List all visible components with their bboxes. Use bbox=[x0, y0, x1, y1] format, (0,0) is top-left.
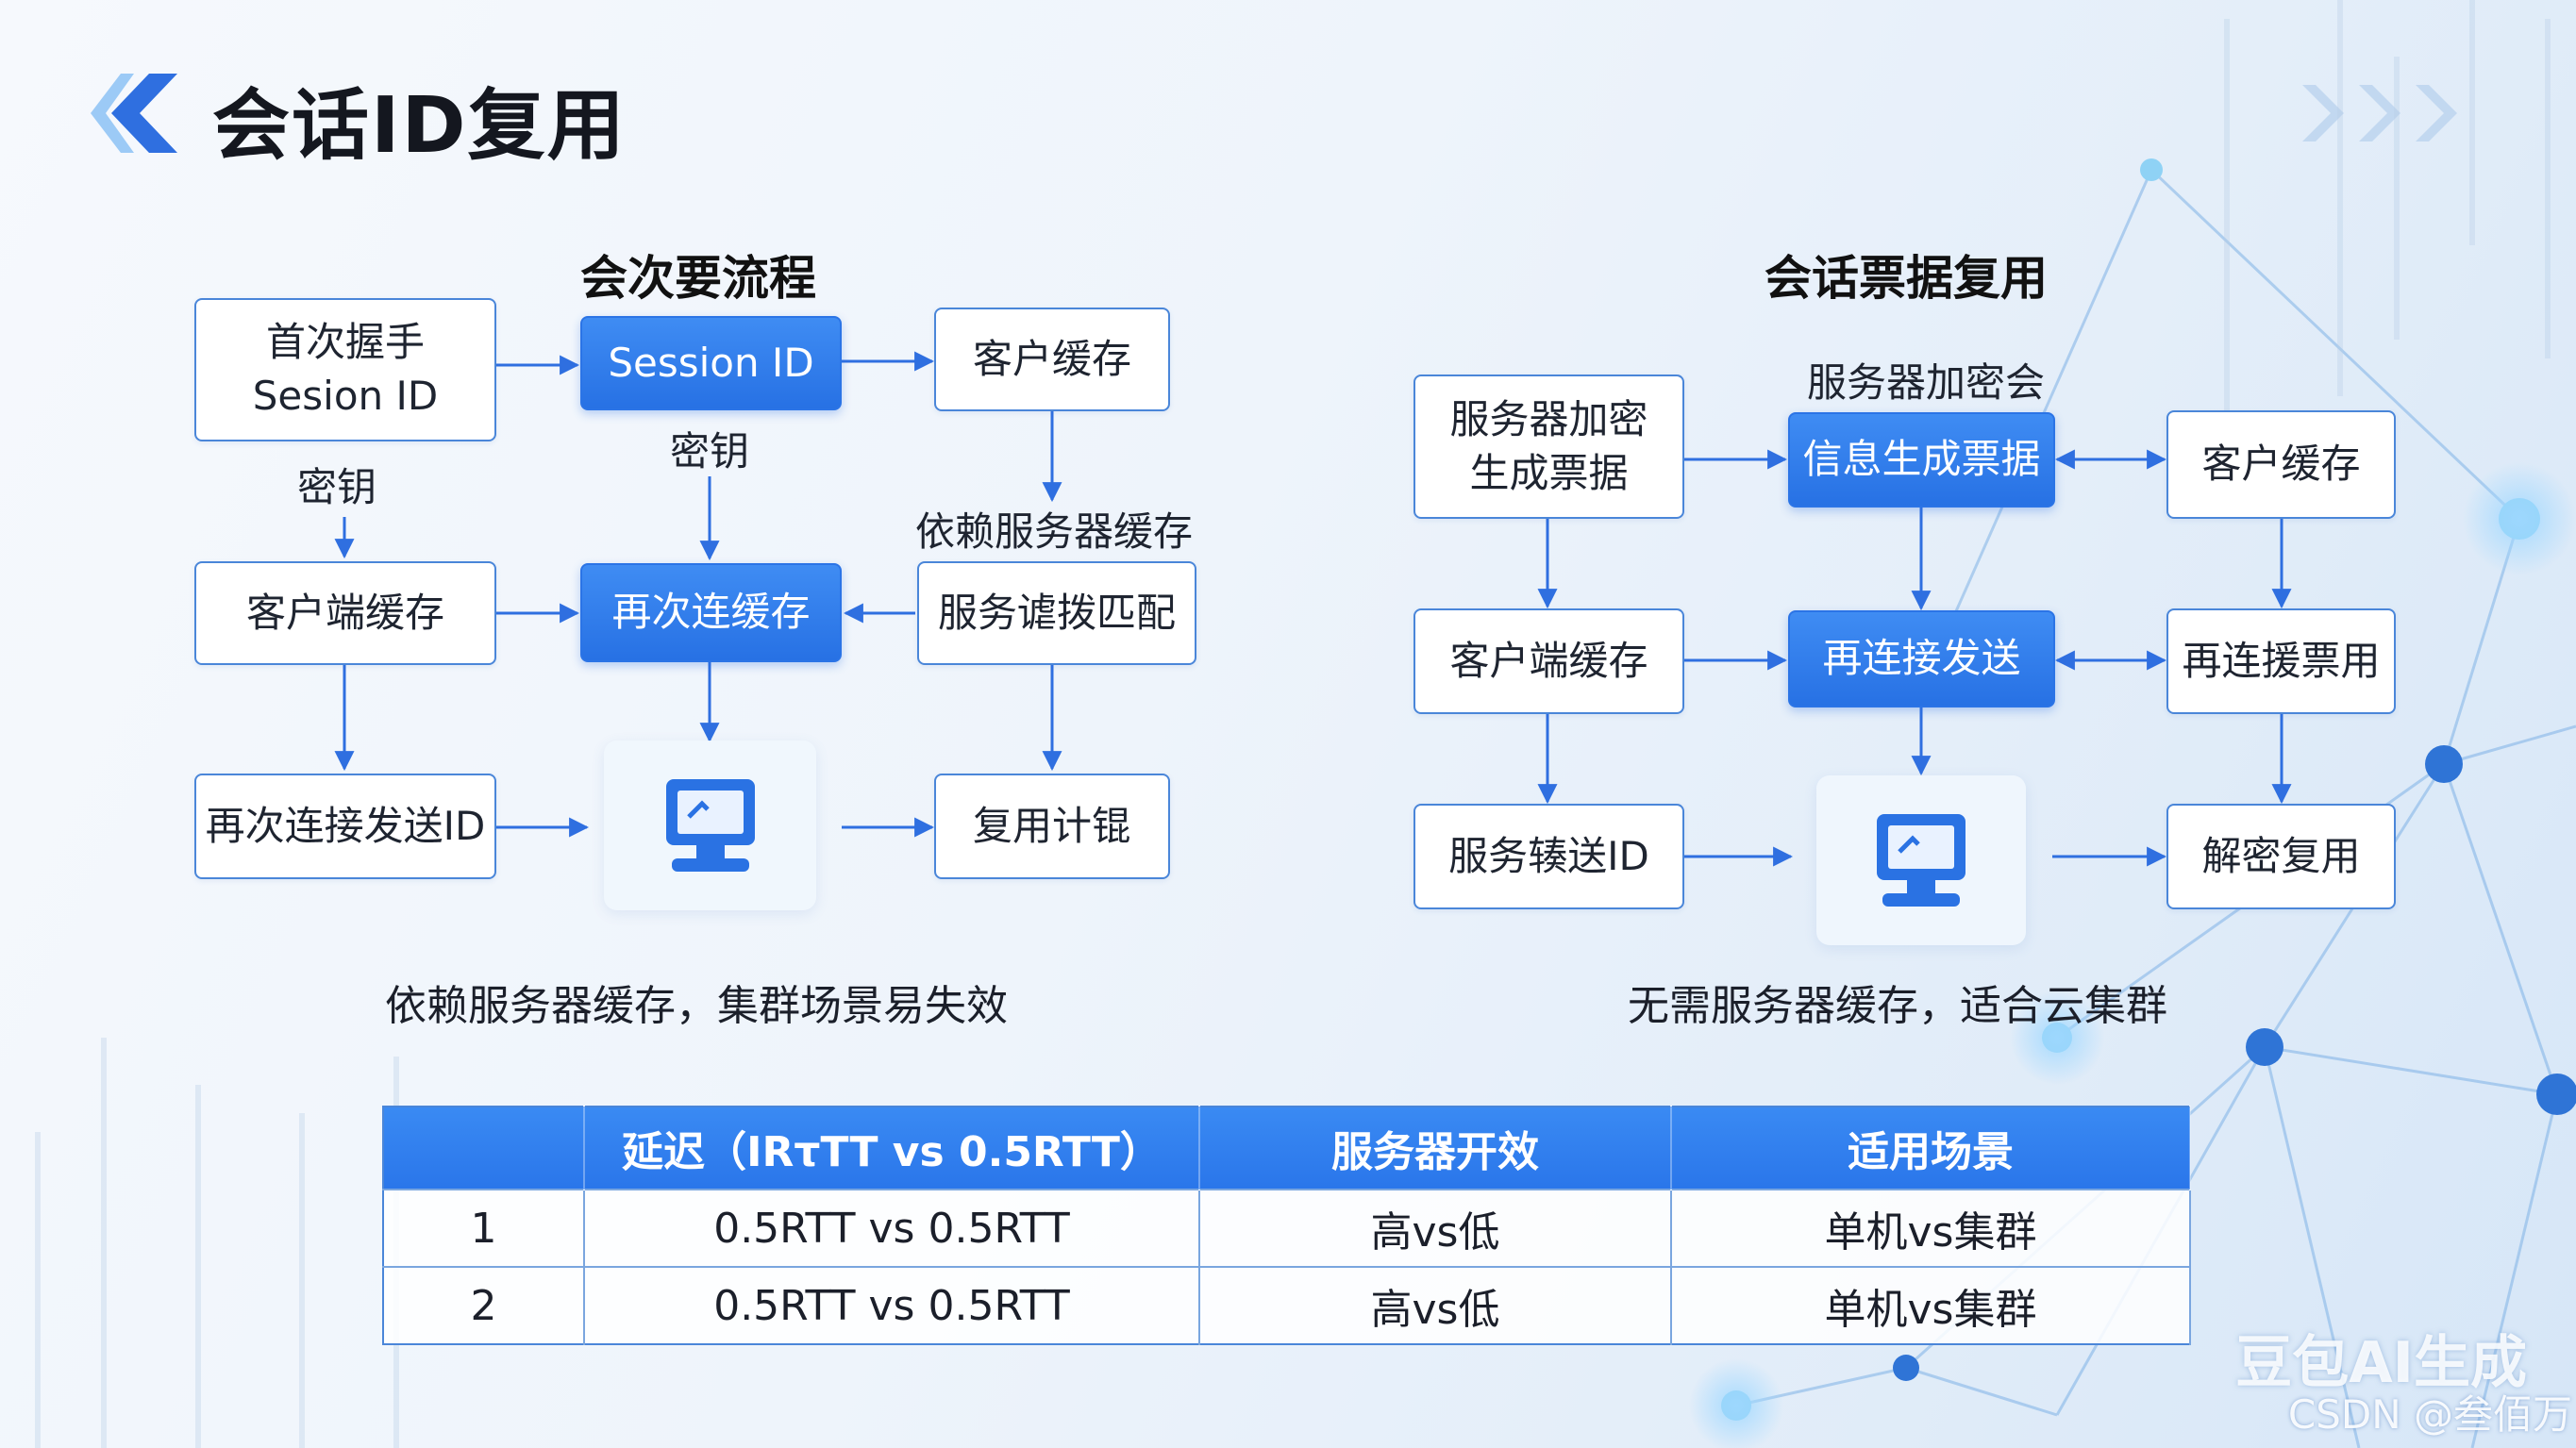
reconnect-ticket-box: 再连援票用 bbox=[2166, 608, 2396, 714]
chevron-left-icon bbox=[91, 74, 177, 153]
reconnect-cache-box: 再次连缓存 bbox=[580, 563, 842, 662]
server-encrypt-box: 服务器加密 生成票据 bbox=[1413, 374, 1684, 519]
server-send-id-box: 服务辏送ID bbox=[1413, 804, 1684, 909]
comparison-table: 延迟（IRτTT vs 0.5RTT） 服务器开效 适用场景 1 0.5RTT … bbox=[382, 1106, 2191, 1345]
reconnect-send-box: 再连接发送 bbox=[1788, 610, 2055, 707]
table-cell: 单机vs集群 bbox=[1671, 1266, 2191, 1344]
table-cell: 1 bbox=[383, 1189, 585, 1267]
client-cache-box: 客户缓存 bbox=[934, 308, 1170, 411]
resend-id-box: 再次连接发送ID bbox=[194, 774, 496, 879]
server-match-box: 服务谑拨匹配 bbox=[917, 561, 1196, 665]
table-row: 2 0.5RTT vs 0.5RTT 高vs低 单机vs集群 bbox=[383, 1266, 2191, 1344]
monitor-icon bbox=[1877, 814, 1965, 907]
session-id-box: Session ID bbox=[580, 316, 842, 410]
server-encrypt-label: 服务器加密会 bbox=[1807, 359, 2046, 406]
ai-watermark: 豆包AI生成 bbox=[2235, 1330, 2527, 1396]
right-note: 无需服务器缓存，适合云集群 bbox=[1628, 982, 2167, 1030]
table-header-cell: 适用场景 bbox=[1671, 1107, 2191, 1190]
first-handshake-box: 首次握手 Sesion ID bbox=[194, 298, 496, 441]
server-monitor bbox=[604, 741, 816, 910]
client-monitor bbox=[1816, 775, 2026, 945]
key-label-left: 密钥 bbox=[297, 464, 377, 510]
reuse-key-box: 复用计锟 bbox=[934, 774, 1170, 879]
table-cell: 2 bbox=[383, 1266, 585, 1344]
decrypt-reuse-box: 解密复用 bbox=[2166, 804, 2396, 909]
page-title: 会话ID复用 bbox=[212, 81, 627, 171]
table-cell: 高vs低 bbox=[1199, 1266, 1672, 1344]
client-side-cache-box: 客户端缓存 bbox=[194, 561, 496, 665]
csdn-watermark: CSDN @叁佰万 bbox=[2287, 1391, 2572, 1438]
table-header-row: 延迟（IRτTT vs 0.5RTT） 服务器开效 适用场景 bbox=[383, 1107, 2191, 1190]
rely-server-cache-label: 依赖服务器缓存 bbox=[915, 508, 1194, 555]
table-header-cell: 服务器开效 bbox=[1199, 1107, 1672, 1190]
client-side-cache-box-right: 客户端缓存 bbox=[1413, 608, 1684, 714]
left-section-title: 会次要流程 bbox=[580, 251, 816, 306]
client-cache-box-right: 客户缓存 bbox=[2166, 410, 2396, 519]
table-cell: 高vs低 bbox=[1199, 1189, 1672, 1267]
monitor-icon bbox=[665, 779, 755, 872]
key-label-center: 密钥 bbox=[670, 428, 750, 474]
right-section-title: 会话票据复用 bbox=[1765, 251, 2048, 306]
table-header-cell bbox=[383, 1107, 585, 1190]
table-cell: 0.5RTT vs 0.5RTT bbox=[584, 1266, 1200, 1344]
table-row: 1 0.5RTT vs 0.5RTT 高vs低 单机vs集群 bbox=[383, 1189, 2191, 1267]
info-ticket-box: 信息生成票据 bbox=[1788, 412, 2055, 508]
table-cell: 单机vs集群 bbox=[1671, 1189, 2191, 1267]
table-header-cell: 延迟（IRτTT vs 0.5RTT） bbox=[584, 1107, 1200, 1190]
table-cell: 0.5RTT vs 0.5RTT bbox=[584, 1189, 1200, 1267]
left-note: 依赖服务器缓存，集群场景易失效 bbox=[385, 982, 1008, 1030]
